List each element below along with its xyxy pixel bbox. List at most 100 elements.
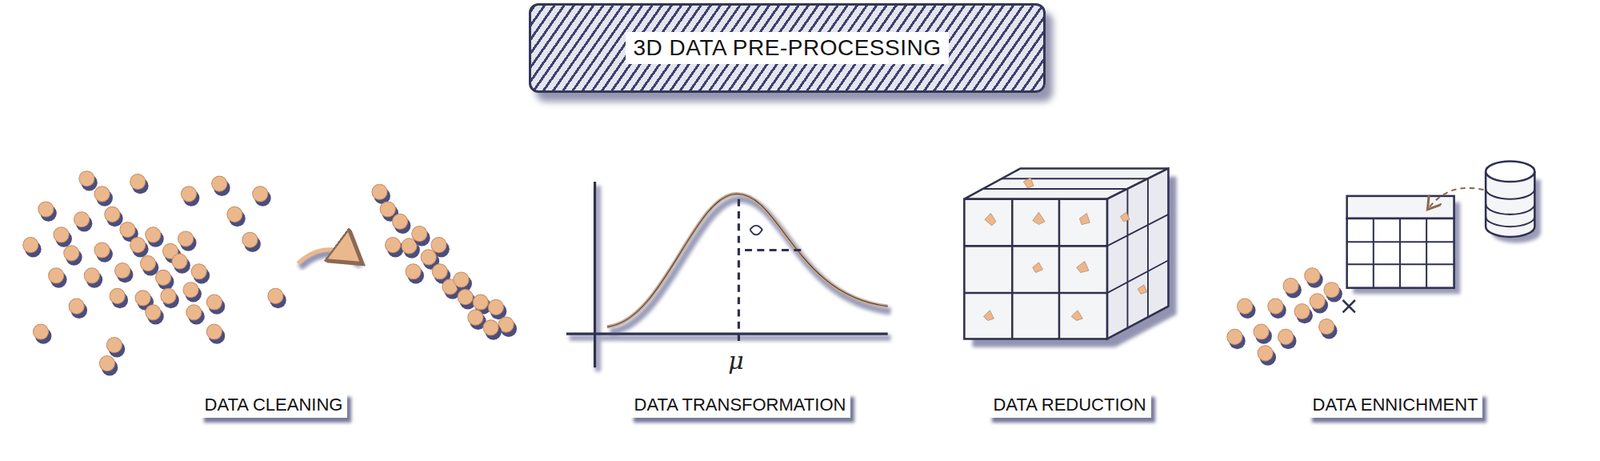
database-rings	[1485, 188, 1535, 227]
point	[106, 337, 125, 358]
point	[84, 268, 103, 288]
table-body	[1347, 218, 1455, 288]
point	[94, 242, 113, 263]
cube-top-lines	[982, 178, 1149, 189]
point	[178, 231, 197, 252]
point	[1283, 278, 1302, 299]
point	[73, 212, 92, 232]
point	[453, 272, 472, 292]
cube-front	[964, 199, 1108, 340]
point	[156, 269, 175, 290]
point-mark	[1120, 212, 1129, 221]
point	[99, 356, 118, 376]
point	[64, 245, 83, 266]
point	[385, 237, 404, 258]
bell-curve-chart	[566, 181, 892, 372]
cube-points	[984, 177, 1148, 321]
y-axis	[593, 181, 596, 368]
axis-shadow	[569, 185, 892, 372]
point	[405, 264, 424, 284]
point	[206, 294, 225, 315]
point	[1278, 328, 1297, 349]
point	[183, 282, 202, 303]
point	[1268, 298, 1287, 319]
point	[53, 227, 72, 248]
point-mark	[1137, 284, 1147, 294]
axis-symbol: μ	[728, 346, 744, 375]
point	[392, 213, 411, 234]
point	[227, 206, 246, 227]
database-top	[1485, 161, 1535, 183]
point	[1324, 282, 1343, 303]
point	[68, 298, 88, 319]
point	[252, 186, 272, 207]
point	[145, 227, 164, 248]
point	[114, 262, 133, 283]
point	[242, 232, 261, 252]
point	[212, 176, 231, 196]
point	[48, 268, 68, 288]
point	[130, 237, 149, 258]
point	[412, 226, 431, 247]
point	[172, 253, 191, 274]
point	[130, 173, 149, 194]
table-grid	[1347, 218, 1455, 288]
enrich-arrow	[1428, 188, 1484, 208]
point-mark	[1032, 212, 1045, 224]
point	[145, 304, 164, 325]
point	[268, 288, 287, 308]
cleaning-arrow	[297, 249, 360, 264]
step-label: DATA TRANSFORMATION	[629, 392, 852, 418]
sigma-mark	[749, 225, 762, 235]
point	[79, 171, 98, 192]
point-mark	[1071, 310, 1083, 321]
point-mark	[1079, 213, 1090, 225]
point	[483, 320, 502, 340]
scattered-points	[23, 171, 287, 376]
point	[186, 304, 205, 325]
curve-shadow	[610, 199, 892, 332]
point	[1319, 319, 1338, 340]
step-label: DATA CLEANING	[200, 392, 348, 418]
cleaned-points	[372, 184, 517, 340]
point	[32, 324, 52, 344]
point	[180, 186, 200, 207]
mean-line	[737, 199, 740, 344]
point-mark	[1076, 261, 1089, 273]
step-label: DATA REDUCTION	[988, 392, 1151, 418]
cube-side	[1107, 168, 1169, 339]
point-mark	[1023, 177, 1034, 188]
x-mark	[1343, 300, 1356, 312]
point	[191, 264, 210, 284]
point	[1257, 345, 1276, 366]
point	[94, 186, 113, 207]
point	[109, 288, 128, 308]
point	[38, 201, 57, 222]
point	[140, 256, 159, 276]
point	[372, 184, 391, 204]
enrichment-illustration	[1227, 161, 1541, 366]
point-mark	[984, 310, 995, 321]
point	[23, 237, 42, 258]
point	[104, 206, 124, 227]
step-label: DATA ENNICHMENT	[1308, 392, 1484, 418]
point	[1253, 324, 1272, 344]
point	[1309, 293, 1328, 314]
bell-curve	[607, 193, 888, 327]
point	[1237, 298, 1256, 319]
point	[1294, 303, 1313, 324]
data-cube	[964, 168, 1176, 347]
point	[160, 288, 180, 308]
point	[488, 299, 507, 320]
point-mark	[1032, 262, 1044, 273]
point-mark	[984, 213, 996, 226]
cube-grid	[964, 199, 1108, 340]
sigma-line	[744, 248, 801, 252]
point	[206, 324, 225, 344]
title-text: 3D DATA PRE-PROCESSING	[625, 32, 950, 64]
curve-outline	[607, 193, 888, 327]
title-box: 3D DATA PRE-PROCESSING	[528, 3, 1046, 93]
point	[1304, 268, 1324, 288]
cube-side-lines	[1107, 178, 1169, 328]
